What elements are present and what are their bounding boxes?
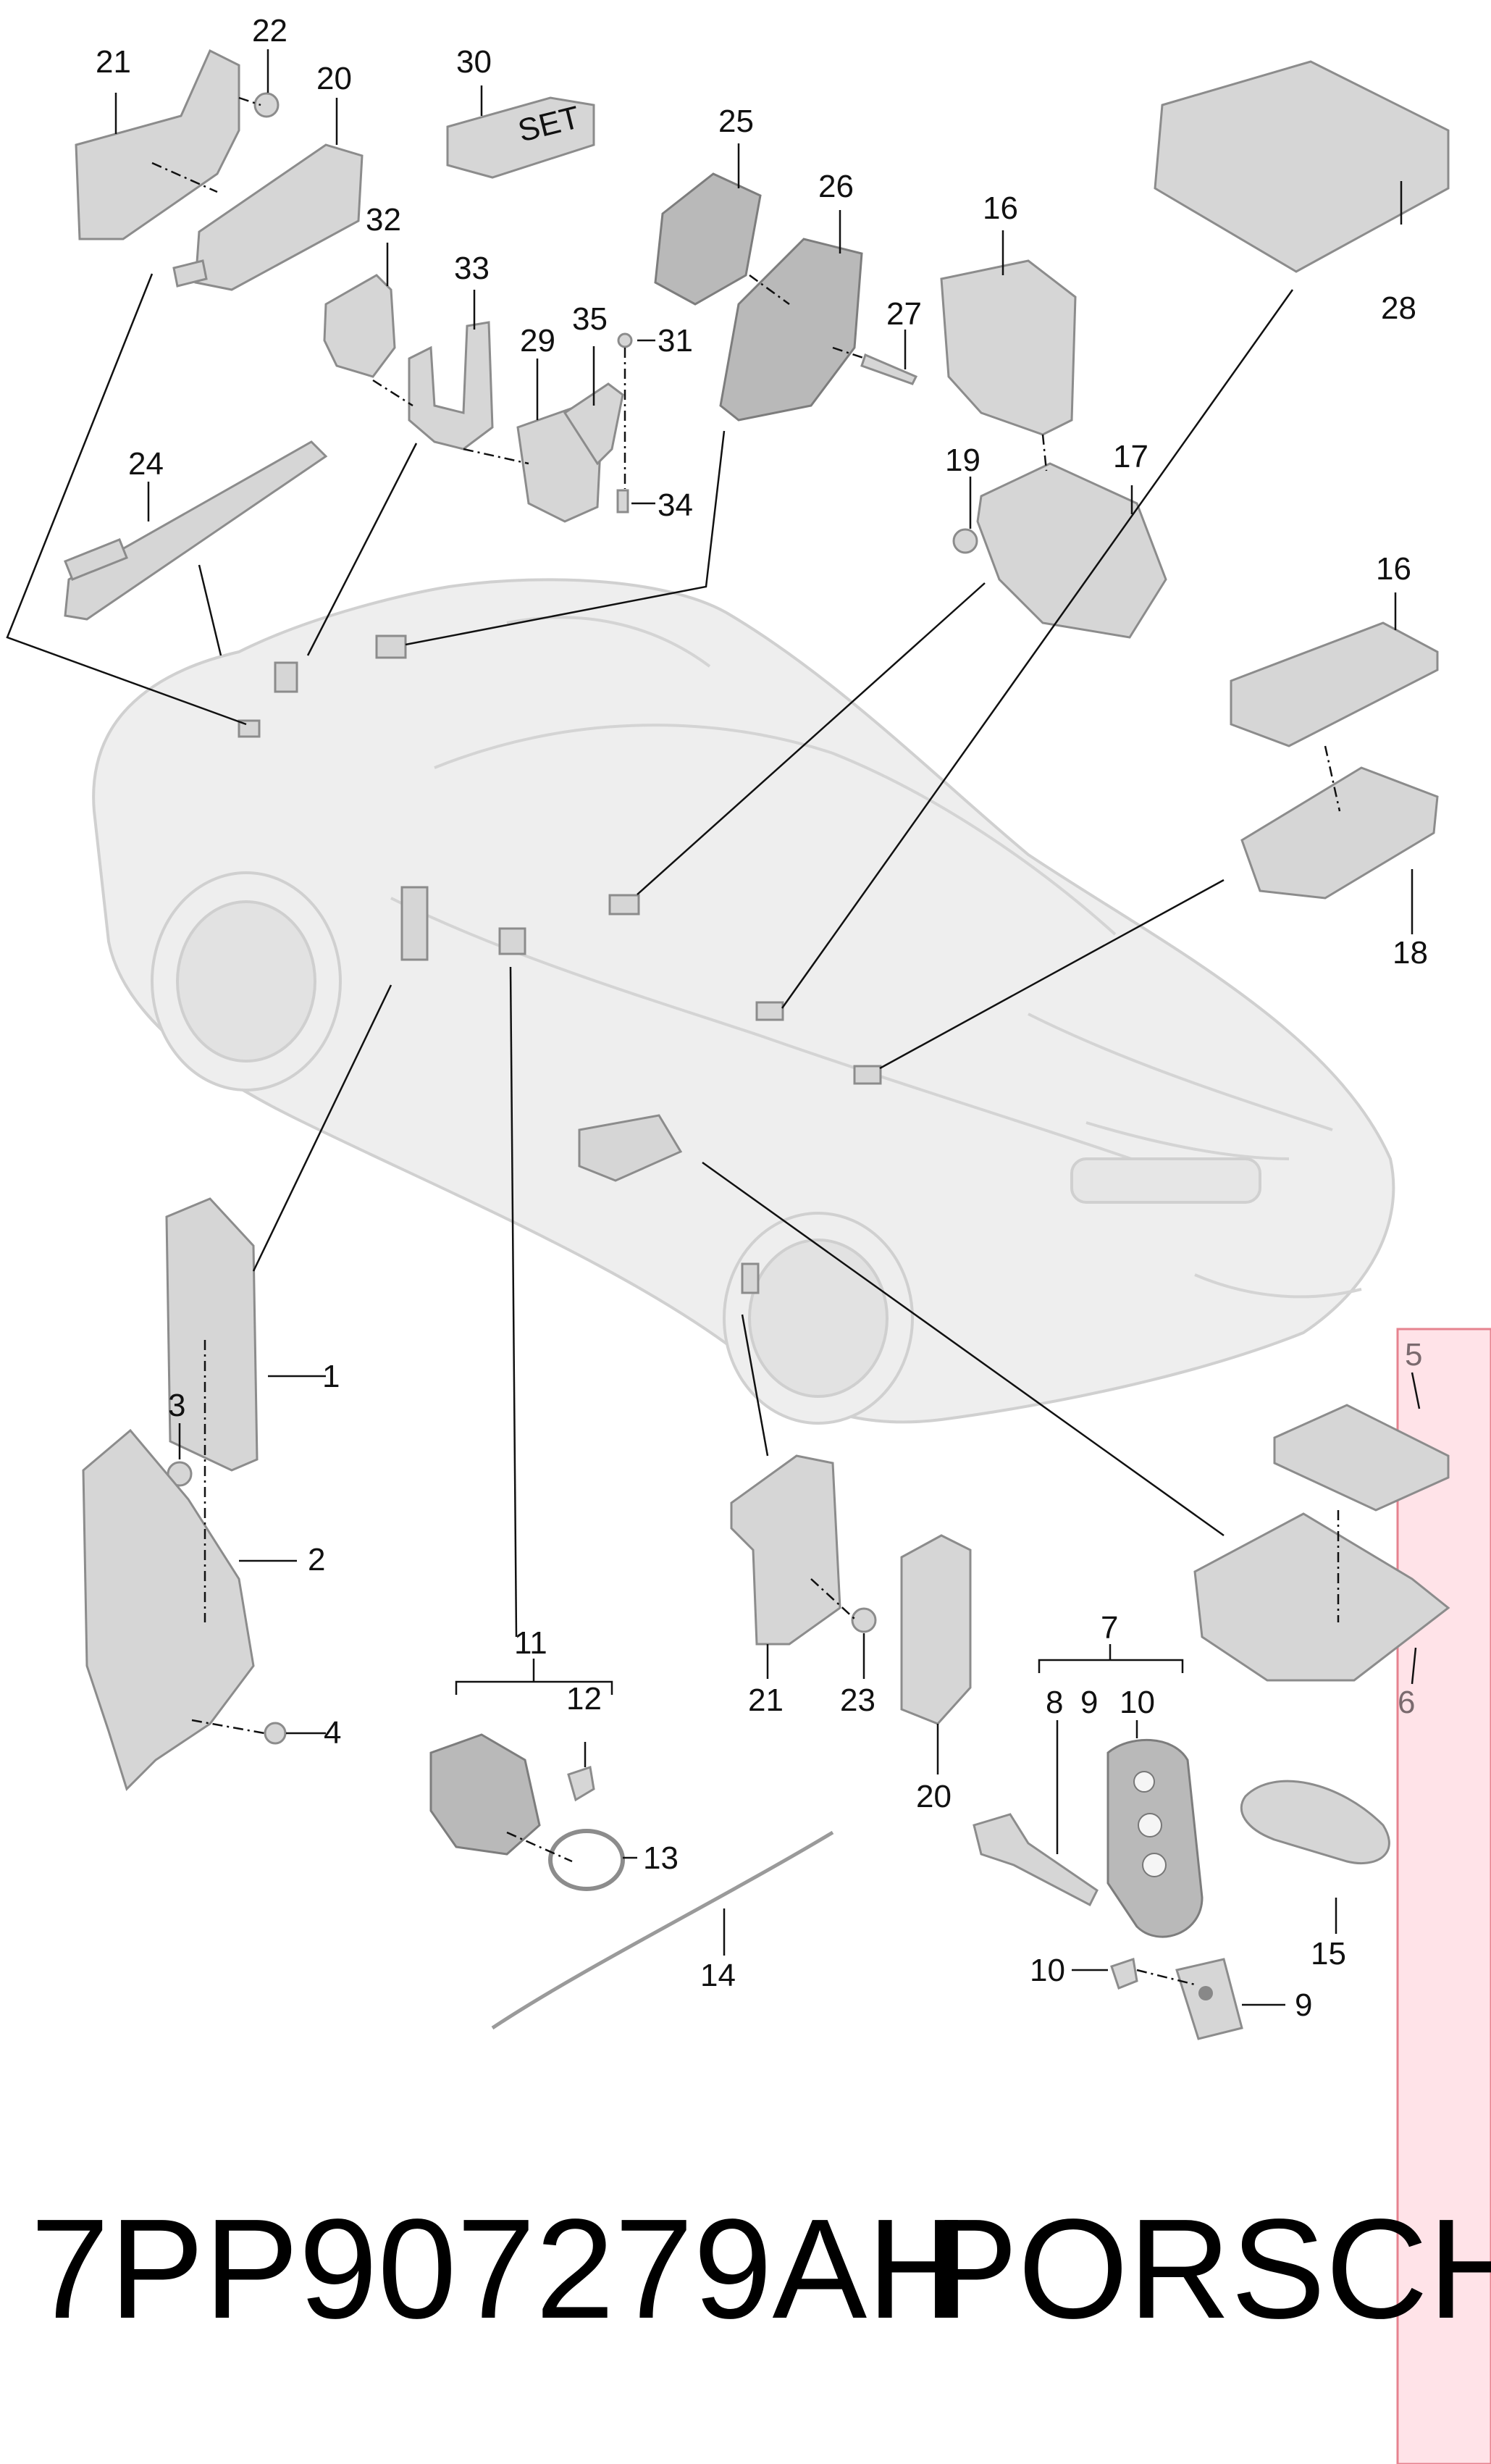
part-33-u-bracket — [408, 321, 494, 451]
part-15-key-cover — [1240, 1780, 1390, 1865]
callout-4: 4 — [324, 1715, 341, 1751]
part-number: 7PP907279AH — [30, 2189, 970, 2348]
part-27-screw — [860, 353, 918, 385]
dash-lines — [151, 96, 1341, 1986]
part-4-screw — [264, 1722, 287, 1745]
part-5-module — [1273, 1404, 1450, 1512]
car-silhouette — [92, 578, 1395, 1425]
callout-28: 28 — [1381, 290, 1416, 326]
callout-22: 22 — [252, 13, 287, 49]
callout-23: 23 — [840, 1683, 875, 1718]
callout-21-lower: 21 — [748, 1683, 784, 1718]
callout-24: 24 — [128, 446, 164, 482]
callout-31: 31 — [658, 323, 693, 359]
callout-12: 12 — [566, 1681, 602, 1717]
callout-10-top: 10 — [1120, 1685, 1155, 1720]
part-19-nut — [952, 528, 978, 554]
part-22-nut — [253, 92, 280, 118]
callout-16-right: 16 — [1376, 551, 1411, 587]
callout-20-top: 20 — [316, 61, 352, 96]
callout-9-top: 9 — [1080, 1685, 1098, 1720]
callout-16-top: 16 — [983, 190, 1018, 226]
part-17-bracket — [976, 462, 1167, 639]
callout-13: 13 — [643, 1840, 679, 1876]
part-13-ring — [548, 1829, 625, 1891]
part-6-tray — [1193, 1512, 1450, 1682]
leader-lines — [6, 49, 1421, 2006]
part-20-module-lower — [900, 1534, 972, 1725]
part-8-key-blade — [973, 1813, 1099, 1907]
part-16-module-right — [1230, 621, 1439, 747]
part-21-bracket-lower — [730, 1454, 841, 1646]
callout-27: 27 — [886, 296, 922, 332]
callout-10-lower: 10 — [1030, 1953, 1065, 1988]
callout-32: 32 — [366, 202, 401, 238]
callout-9-lower: 9 — [1295, 1987, 1312, 2023]
part-28-ecu — [1154, 60, 1450, 273]
brand-name: PORSCHE — [923, 2189, 1491, 2348]
callout-25: 25 — [718, 104, 754, 139]
callout-7: 7 — [1101, 1610, 1118, 1646]
part-25-unit — [654, 172, 762, 306]
part-12-clip — [567, 1766, 595, 1802]
callout-21-top: 21 — [96, 44, 131, 80]
part-26-unit — [719, 238, 863, 422]
part-35-bracket — [563, 382, 624, 466]
callout-1: 1 — [322, 1359, 340, 1394]
callout-17: 17 — [1113, 439, 1148, 474]
part-2-bracket — [82, 1428, 255, 1791]
part-10-screw — [1110, 1958, 1138, 1990]
part-32-ring-bracket — [323, 274, 396, 378]
callout-20-lower: 20 — [916, 1779, 952, 1814]
callout-8: 8 — [1046, 1685, 1063, 1720]
callout-5: 5 — [1405, 1337, 1422, 1373]
callout-33: 33 — [454, 251, 490, 286]
part-16-module-top — [940, 259, 1077, 436]
callout-30: 30 — [456, 44, 492, 80]
part-18-frame — [1240, 766, 1439, 900]
part-30-set-box: SET — [446, 96, 595, 179]
part-24-antenna — [64, 440, 328, 621]
part-14-cable — [491, 1830, 834, 2030]
callout-18: 18 — [1393, 935, 1428, 971]
part-11-ignition — [429, 1733, 541, 1856]
callout-6: 6 — [1398, 1685, 1415, 1720]
callout-3: 3 — [168, 1388, 185, 1423]
callout-15: 15 — [1311, 1936, 1346, 1971]
highlight-strip — [1396, 1328, 1491, 2464]
callout-35: 35 — [572, 301, 608, 337]
part-23-nut — [851, 1607, 877, 1633]
callout-14: 14 — [700, 1958, 736, 1993]
part-7-key-fob — [1106, 1738, 1204, 1938]
callout-11: 11 — [514, 1625, 547, 1661]
car-mounted-parts — [238, 634, 882, 1294]
part-21-bracket-top — [75, 49, 240, 240]
callout-labels: 21 22 20 30 32 33 29 35 31 34 24 25 26 2… — [96, 13, 1428, 2023]
callout-2: 2 — [308, 1542, 325, 1577]
part-34-pin — [616, 489, 629, 514]
callout-19: 19 — [945, 443, 980, 478]
callout-26: 26 — [818, 169, 854, 204]
part-31-clip — [617, 332, 633, 348]
callout-34: 34 — [658, 487, 693, 523]
part-1-module — [165, 1197, 259, 1472]
callout-29: 29 — [520, 323, 555, 359]
